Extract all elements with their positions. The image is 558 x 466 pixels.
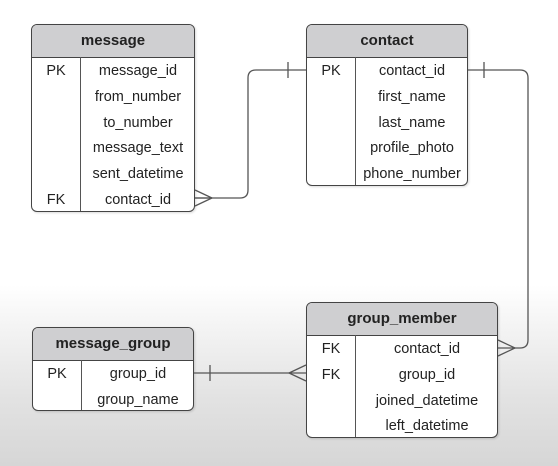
crow-foot-many-marker	[194, 189, 214, 207]
key-label: FK	[321, 341, 341, 357]
attribute-name: from_number	[94, 88, 182, 105]
attribute-row: message_text	[32, 135, 194, 161]
attribute-name: left_datetime	[385, 418, 469, 435]
attribute-row: joined_datetime	[307, 388, 497, 414]
key-label: FK	[46, 191, 66, 208]
attribute-row: phone_number	[307, 161, 467, 185]
entity-title: message	[32, 25, 194, 58]
column-divider	[80, 57, 81, 211]
entity-title: contact	[307, 25, 467, 58]
attribute-name: contact_id	[393, 341, 461, 357]
key-label: PK	[46, 63, 66, 79]
relationship-message-group-group-member[interactable]	[194, 364, 307, 382]
relationship-message-contact[interactable]	[194, 62, 306, 207]
attribute-row: PK group_id	[33, 361, 193, 387]
attribute-name: sent_datetime	[92, 166, 184, 183]
entity-message[interactable]: message PK message_id from_number to_num…	[31, 24, 195, 212]
key-label: FK	[321, 366, 341, 383]
attribute-row: first_name	[307, 84, 467, 110]
attribute-name: to_number	[103, 114, 173, 131]
crow-foot-many-marker	[287, 364, 307, 382]
column-divider	[355, 335, 356, 437]
attribute-name: phone_number	[363, 166, 461, 183]
attribute-name: group_id	[109, 366, 167, 382]
entity-title: message_group	[33, 328, 193, 361]
attribute-row: sent_datetime	[32, 161, 194, 187]
column-divider	[81, 360, 82, 410]
attribute-row: FK group_id	[307, 362, 497, 388]
attribute-list: PK contact_id first_name last_name profi…	[307, 58, 467, 185]
attribute-name: contact_id	[378, 63, 446, 79]
attribute-list: FK contact_id FK group_id joined_datetim…	[307, 336, 497, 437]
attribute-row: left_datetime	[307, 413, 497, 437]
crow-foot-many-marker	[497, 339, 517, 357]
entity-contact[interactable]: contact PK contact_id first_name last_na…	[306, 24, 468, 186]
attribute-row: FK contact_id	[32, 187, 194, 211]
attribute-list: PK message_id from_number to_number mess…	[32, 58, 194, 211]
connector-line	[468, 69, 529, 349]
key-label: PK	[321, 63, 341, 79]
attribute-name: profile_photo	[370, 140, 454, 157]
attribute-row: FK contact_id	[307, 336, 497, 362]
attribute-row: profile_photo	[307, 135, 467, 161]
attribute-name: message_id	[98, 63, 178, 79]
attribute-row: to_number	[32, 110, 194, 136]
column-divider	[355, 57, 356, 185]
relationship-contact-group-member[interactable]	[468, 62, 529, 357]
attribute-name: joined_datetime	[375, 392, 479, 409]
attribute-row: from_number	[32, 84, 194, 110]
attribute-name: last_name	[378, 114, 446, 131]
attribute-name: first_name	[378, 88, 446, 105]
entity-title: group_member	[307, 303, 497, 336]
attribute-list: PK group_id group_name	[33, 361, 193, 410]
attribute-row: PK message_id	[32, 58, 194, 84]
attribute-row: last_name	[307, 110, 467, 136]
attribute-name: message_text	[92, 140, 184, 157]
entity-message-group[interactable]: message_group PK group_id group_name	[32, 327, 194, 411]
key-label: PK	[47, 366, 67, 382]
attribute-name: group_id	[398, 366, 456, 383]
attribute-row: group_name	[33, 387, 193, 410]
entity-group-member[interactable]: group_member FK contact_id FK group_id j…	[306, 302, 498, 438]
connector-line	[195, 69, 306, 199]
attribute-name: group_name	[97, 391, 179, 408]
attribute-name: contact_id	[104, 191, 172, 208]
attribute-row: PK contact_id	[307, 58, 467, 84]
